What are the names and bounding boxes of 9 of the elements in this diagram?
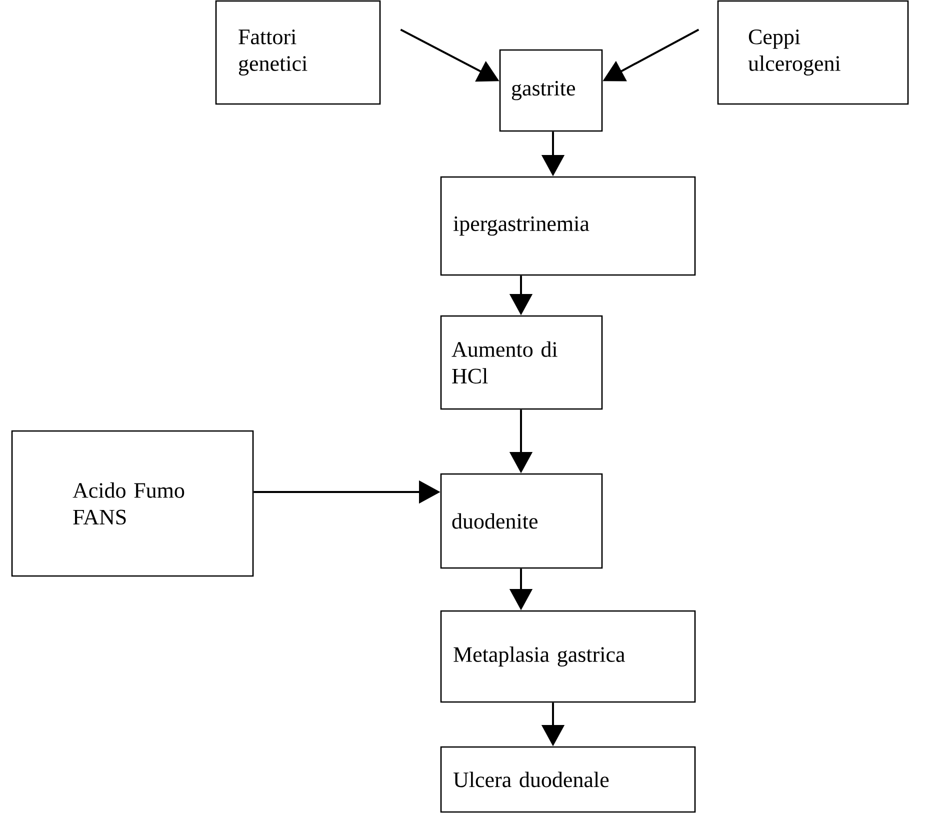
process-box: Ulcera duodenale [440, 746, 696, 813]
process-box: duodenite [440, 473, 603, 569]
process-box: Acido Fumo FANS [11, 430, 254, 577]
process-box: ipergastrinemia [440, 176, 696, 276]
process-box: Aumento di HCl [440, 315, 603, 410]
process-box: gastrite [499, 49, 603, 132]
process-box: Ceppi ulcerogeni [717, 0, 909, 105]
process-box: Metaplasia gastrica [440, 610, 696, 703]
process-box: Fattori genetici [215, 0, 381, 105]
